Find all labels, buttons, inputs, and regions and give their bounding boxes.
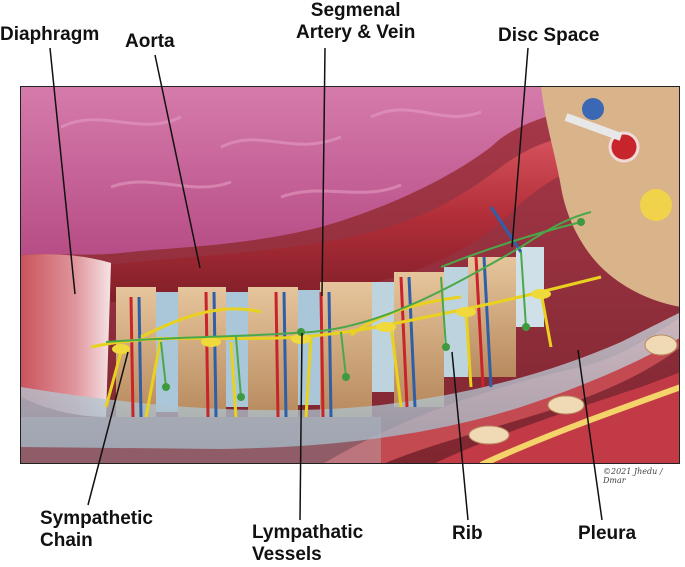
artery-cross-section (608, 131, 640, 163)
spinal-tissue (541, 87, 679, 307)
label-lymphatic-vessels: Lympathatic Vessels (252, 522, 363, 566)
pleura (21, 313, 679, 449)
rib-cross-section-3 (644, 334, 678, 356)
label-sympathetic-chain: Sympathetic Chain (40, 508, 153, 552)
label-aorta: Aorta (125, 31, 175, 52)
aorta (106, 137, 581, 302)
label-lymphatic-line1: Lympathatic (252, 522, 364, 543)
rib-cross-section-1 (468, 425, 510, 445)
label-sympathetic-line2: Chain (40, 530, 93, 551)
vein-cross-section (582, 98, 604, 120)
artist-signature: ©2021 Jhedu / Dmar (603, 467, 663, 485)
label-disc-space: Disc Space (498, 25, 600, 46)
label-segmental-line1: Segmenal (310, 0, 401, 21)
label-segmental-artery-vein: Segmenal Artery & Vein (296, 0, 415, 44)
label-lymphatic-line2: Vessels (252, 544, 322, 565)
rib-cross-section-2 (547, 395, 585, 415)
lung-texture (60, 108, 482, 199)
nerve-root (640, 189, 672, 221)
label-rib: Rib (452, 523, 483, 544)
lymph-nodes (162, 218, 585, 401)
ganglia (112, 289, 551, 354)
label-pleura: Pleura (578, 523, 637, 544)
label-diaphragm: Diaphragm (0, 24, 100, 45)
anatomy-illustration (20, 86, 680, 464)
label-segmental-line2: Artery & Vein (296, 22, 416, 43)
label-sympathetic-line1: Sympathetic (40, 508, 153, 529)
